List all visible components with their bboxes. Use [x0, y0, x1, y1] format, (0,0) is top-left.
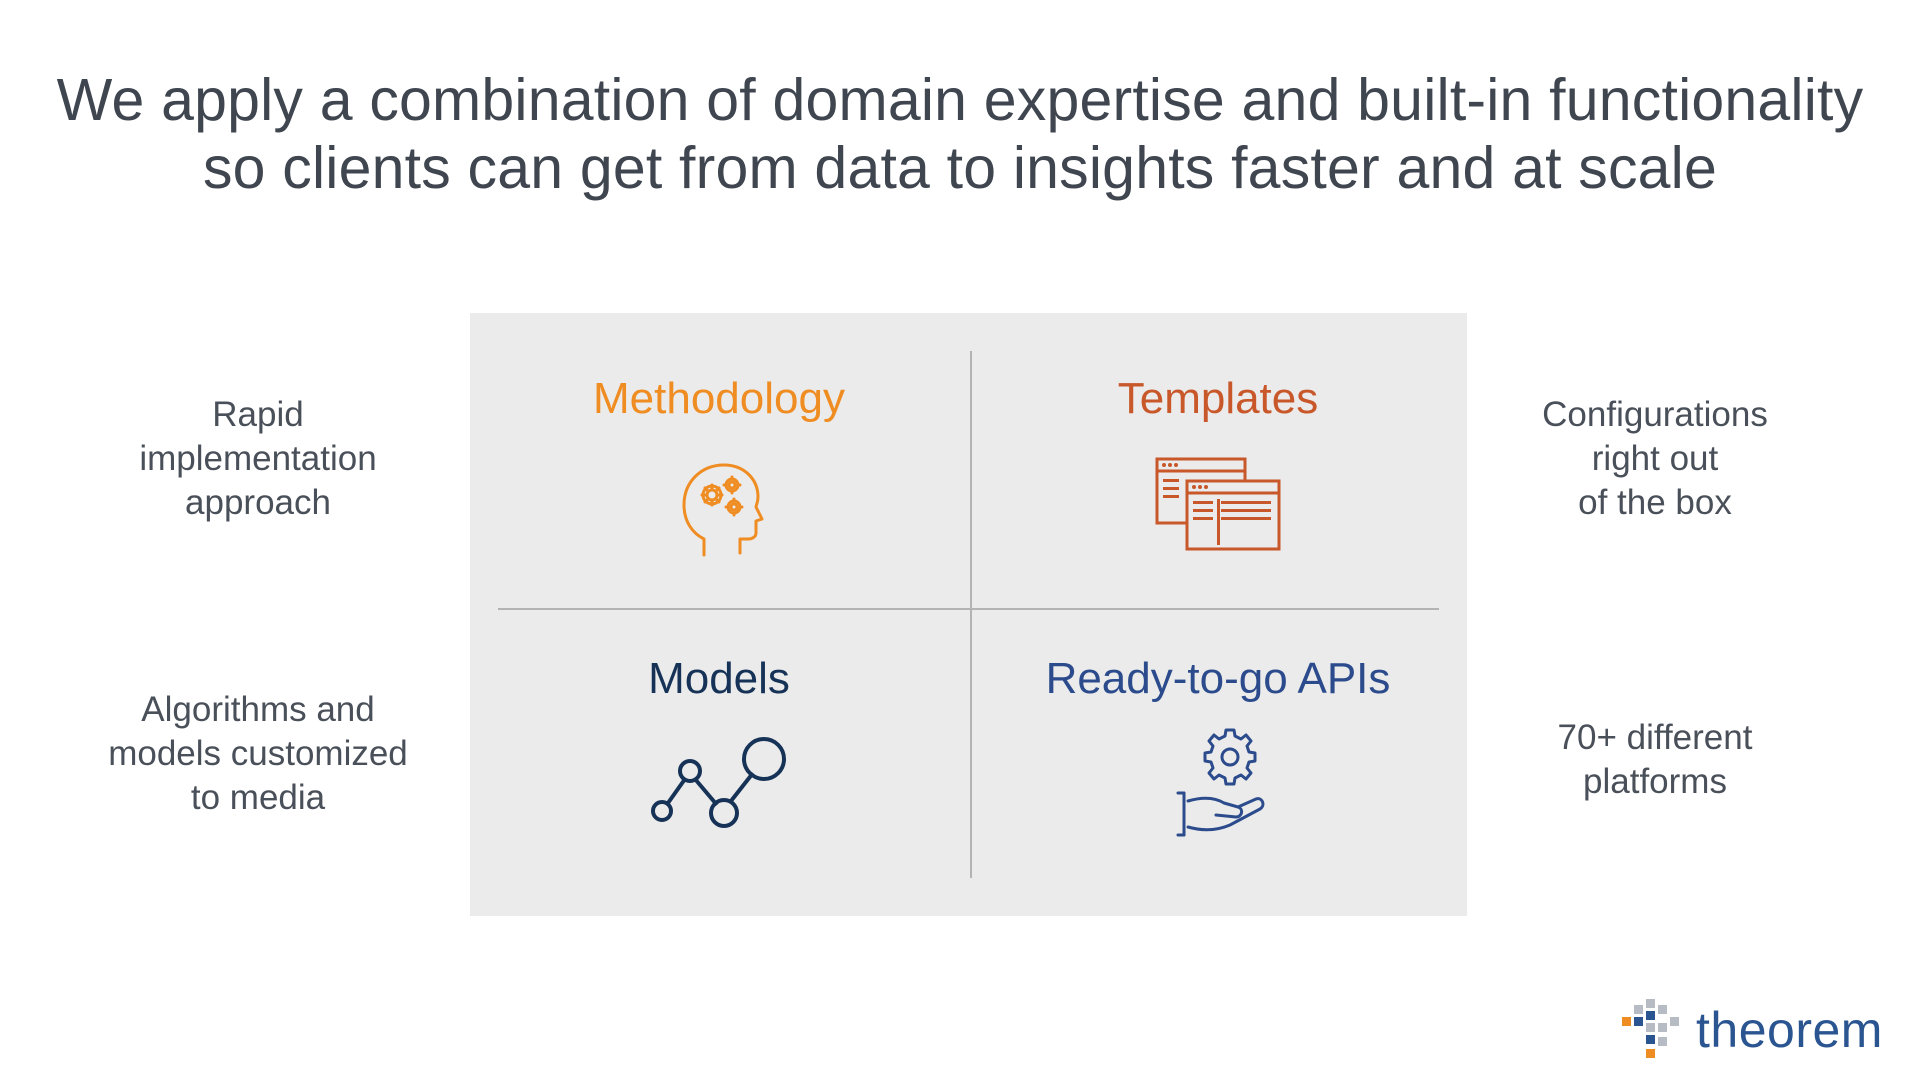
quadrant-templates: Templates — [969, 373, 1467, 555]
headline: We apply a combination of domain experti… — [0, 66, 1920, 202]
quadrant-panel: Methodology Templates — [470, 313, 1467, 916]
side-note-line: to media — [190, 778, 326, 817]
side-note-algorithms: Algorithms and models customized to medi… — [93, 688, 423, 820]
quadrant-methodology: Methodology — [470, 373, 968, 567]
quadrant-title-methodology: Methodology — [593, 374, 845, 423]
quadrant-title-models: Models — [648, 654, 790, 703]
node-graph-icon — [651, 737, 786, 828]
horizontal-divider — [498, 608, 1439, 610]
side-note-line: models customized — [108, 734, 408, 773]
side-note-line: right out — [1591, 439, 1719, 478]
quadrant-models: Models — [470, 653, 968, 833]
head-gears-icon — [682, 463, 764, 557]
hand-gear-icon — [1176, 728, 1265, 837]
side-note-line: of the box — [1578, 483, 1732, 522]
quadrant-title-templates: Templates — [1117, 374, 1319, 423]
side-note-line: approach — [185, 483, 331, 522]
side-note-line: platforms — [1583, 762, 1727, 801]
vertical-divider — [970, 351, 972, 878]
headline-line-2: so clients can get from data to insights… — [202, 135, 1718, 201]
side-note-configurations: Configurations right out of the box — [1490, 393, 1820, 525]
side-note-rapid-implementation: Rapid implementation approach — [93, 393, 423, 525]
theorem-logo-word: theorem — [1696, 1002, 1883, 1058]
side-note-platforms: 70+ different platforms — [1490, 716, 1820, 804]
quadrant-title-apis: Ready-to-go APIs — [1045, 654, 1391, 703]
theorem-logo-mark-icon — [1622, 999, 1679, 1058]
quadrant-apis: Ready-to-go APIs — [969, 653, 1467, 843]
side-note-line: 70+ different — [1557, 718, 1753, 757]
headline-line-1: We apply a combination of domain experti… — [56, 67, 1864, 133]
side-note-line: Algorithms and — [141, 690, 375, 729]
side-note-line: implementation — [139, 439, 377, 478]
theorem-logo: theorem — [1622, 995, 1883, 1065]
browser-windows-icon — [1155, 457, 1281, 551]
side-note-line: Rapid — [212, 395, 304, 434]
side-note-line: Configurations — [1542, 395, 1768, 434]
